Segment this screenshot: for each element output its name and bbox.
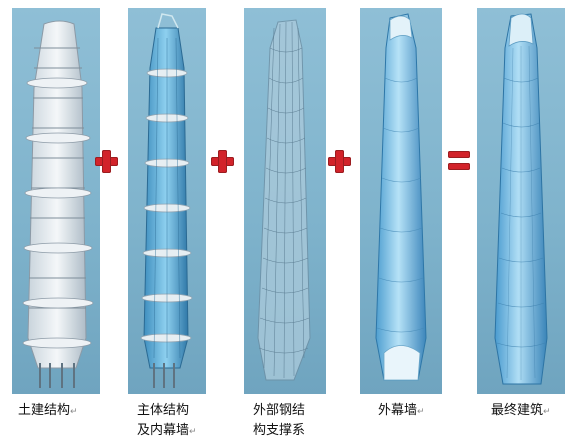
main-structure-image [140, 13, 193, 388]
caption-steel-support: 外部钢结 构支撑系 [253, 401, 305, 441]
equals-icon [448, 151, 470, 171]
return-mark: ↵ [70, 407, 78, 417]
caption-line: 最终建筑 [491, 403, 544, 418]
return-mark: ↵ [189, 427, 197, 437]
return-mark: ↵ [543, 407, 551, 417]
steel-support-image [257, 19, 311, 381]
caption-line: 外幕墙 [378, 403, 418, 418]
caption-line-2: 及内幕墙↵ [137, 421, 197, 442]
caption-civil-structure: 土建结构↵ [18, 401, 78, 422]
caption-line: 外部钢结 [253, 403, 306, 418]
caption-line: 构支撑系 [253, 423, 306, 438]
caption-line: 土建结构 [18, 403, 71, 418]
caption-final-building: 最终建筑↵ [491, 401, 551, 422]
plus-icon [328, 150, 351, 173]
final-building-image [494, 13, 548, 385]
return-mark: ↵ [417, 407, 425, 417]
caption-line: 主体结构 [137, 403, 190, 418]
caption-outer-curtain-wall: 外幕墙↵ [378, 401, 425, 422]
panel-civil-structure [12, 8, 100, 394]
caption-main-structure: 主体结构 及内幕墙↵ [137, 401, 197, 442]
plus-icon [95, 150, 118, 173]
panel-final-building [477, 8, 565, 394]
outer-curtain-wall-image [375, 13, 427, 381]
panel-outer-curtain-wall [360, 8, 442, 394]
panel-main-structure-inner-curtain-wall [128, 8, 206, 394]
civil-structure-image [22, 20, 94, 388]
plus-icon [211, 150, 234, 173]
caption-line: 及内幕墙 [137, 423, 190, 438]
panel-external-steel-support [244, 8, 326, 394]
